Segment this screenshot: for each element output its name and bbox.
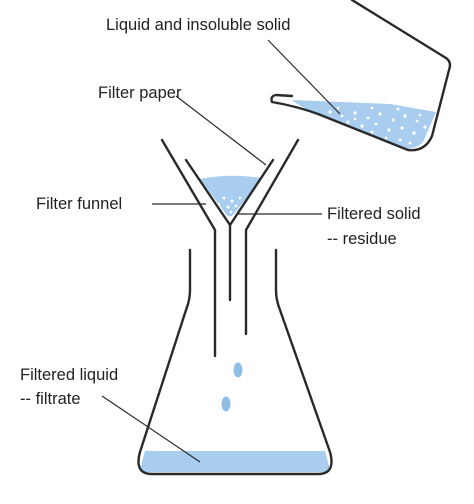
leader-filter-paper — [175, 95, 267, 166]
leader-filtered-liquid — [101, 395, 201, 463]
filtrate-liquid — [140, 451, 330, 472]
conical-flask — [137, 248, 333, 476]
funnel-outer-right — [244, 138, 300, 336]
label-filtered-liquid: Filtered liquid — [20, 366, 118, 384]
insoluble-solid-particles — [328, 106, 427, 145]
beaker-liquid — [292, 100, 436, 149]
pouring-beaker — [270, 0, 452, 152]
label-filter-funnel: Filter funnel — [36, 195, 122, 213]
beaker-outline — [270, 0, 452, 152]
label-filter-paper: Filter paper — [98, 84, 182, 102]
filter-funnel — [160, 138, 300, 358]
flask-outline — [137, 248, 333, 476]
leader-lines — [101, 39, 341, 463]
label-filtrate: -- filtrate — [20, 390, 81, 408]
funnel-outer-left — [160, 138, 217, 358]
funnel-liquid — [200, 175, 262, 217]
label-residue: -- residue — [327, 230, 397, 248]
filtrate-drop-lower — [221, 396, 231, 412]
residue-particles — [217, 196, 247, 214]
leader-liquid-insoluble — [267, 39, 341, 115]
filtrate-drop-upper — [233, 362, 243, 378]
label-filtered-solid: Filtered solid — [327, 205, 421, 223]
label-liquid-insoluble-solid: Liquid and insoluble solid — [106, 16, 290, 34]
